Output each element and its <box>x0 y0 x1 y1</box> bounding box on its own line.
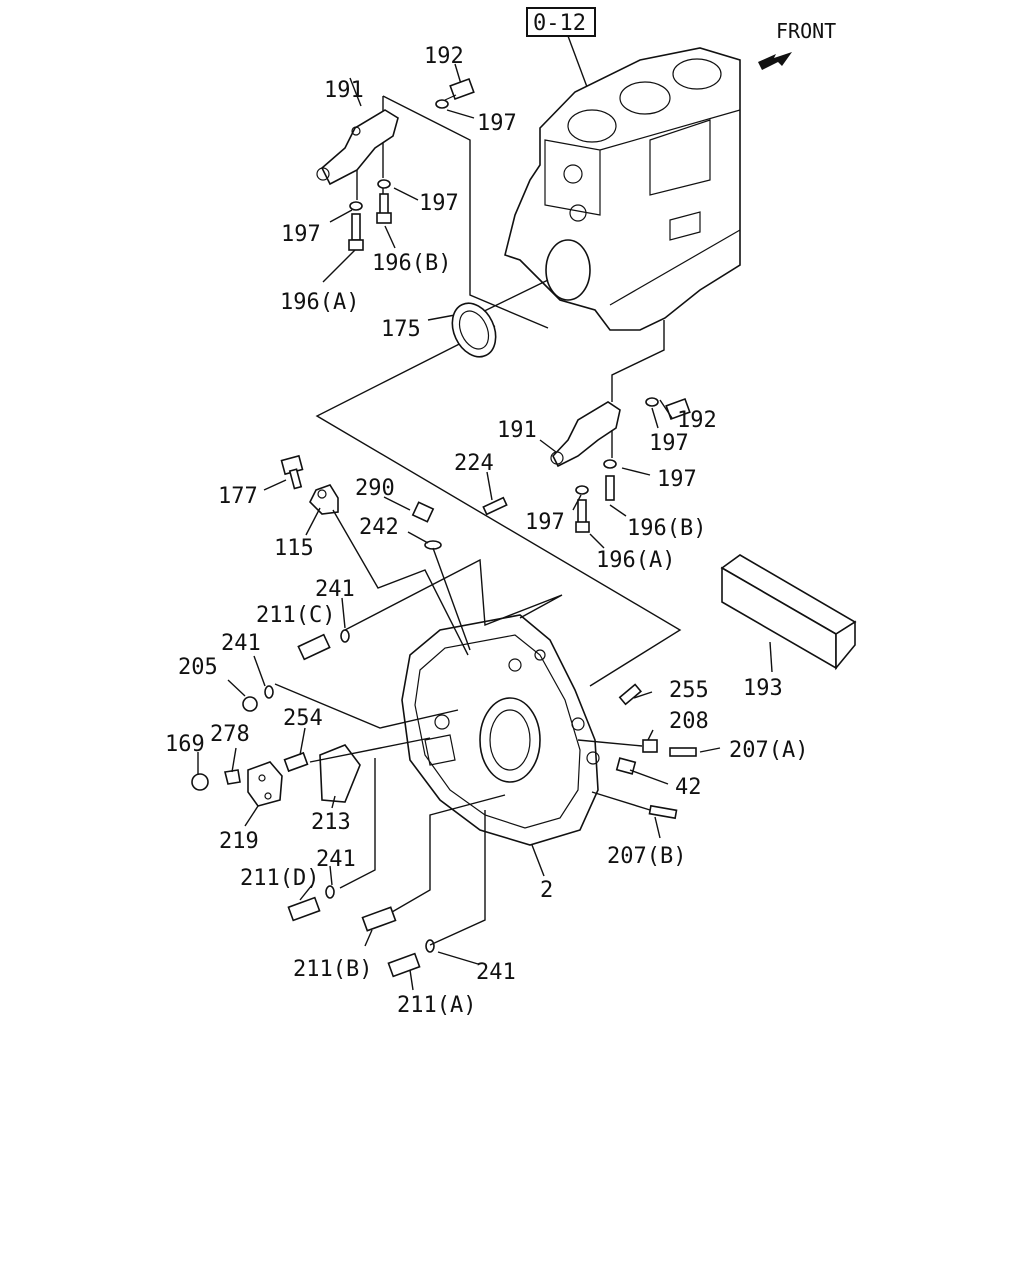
callout-169: 169 <box>165 732 205 757</box>
leader-lines-lower <box>197 471 721 991</box>
callout-278: 278 <box>210 722 250 747</box>
callout-241: 241 <box>476 960 516 985</box>
callout-207-a: 207(A) <box>729 738 808 763</box>
reference-box[interactable]: 0-12 <box>526 7 596 37</box>
reference-leader <box>567 35 591 96</box>
callout-115: 115 <box>274 536 314 561</box>
callout-175: 175 <box>381 317 421 342</box>
front-arrow-icon <box>758 52 792 70</box>
callout-197: 197 <box>657 467 697 492</box>
part-193-block <box>720 554 857 673</box>
callout-177: 177 <box>218 484 258 509</box>
callout-255: 255 <box>669 678 709 703</box>
callout-191: 191 <box>324 78 364 103</box>
callout-191: 191 <box>497 418 537 443</box>
callout-211-c: 211(C) <box>256 603 335 628</box>
callout-211-b: 211(B) <box>293 957 372 982</box>
callout-196-a: 196(A) <box>596 548 675 573</box>
callout-290: 290 <box>355 476 395 501</box>
callout-241: 241 <box>221 631 261 656</box>
callout-254: 254 <box>283 706 323 731</box>
callout-219: 219 <box>219 829 259 854</box>
engine-bracket-lower <box>539 397 691 549</box>
callout-197: 197 <box>477 111 517 136</box>
flywheel-housing <box>401 614 600 877</box>
callout-196-b: 196(B) <box>627 516 706 541</box>
reference-box-label: 0-12 <box>533 11 586 36</box>
callout-192: 192 <box>424 44 464 69</box>
callout-2: 2 <box>540 878 553 903</box>
callout-196-b: 196(B) <box>372 251 451 276</box>
small-parts-left <box>191 454 697 978</box>
oil-seal <box>451 302 497 358</box>
callout-241: 241 <box>315 577 355 602</box>
callout-196-a: 196(A) <box>280 290 359 315</box>
callout-197: 197 <box>649 431 689 456</box>
callout-193: 193 <box>743 676 783 701</box>
callout-242: 242 <box>359 515 399 540</box>
front-label: FRONT <box>776 19 836 43</box>
callout-197: 197 <box>419 191 459 216</box>
callout-192: 192 <box>677 408 717 433</box>
engine-bracket-upper <box>316 77 475 251</box>
callout-207-b: 207(B) <box>607 844 686 869</box>
callout-241: 241 <box>316 847 356 872</box>
callout-211-a: 211(A) <box>397 993 476 1018</box>
callout-197: 197 <box>525 510 565 535</box>
callout-205: 205 <box>178 655 218 680</box>
callout-213: 213 <box>311 810 351 835</box>
callout-208: 208 <box>669 709 709 734</box>
callout-211-d: 211(D) <box>240 866 319 891</box>
callout-224: 224 <box>454 451 494 476</box>
callout-labels: 192 191 197 197 197 196(B) 196(A) 175 19… <box>165 44 808 1018</box>
callout-42: 42 <box>675 775 702 800</box>
cylinder-block <box>504 47 741 331</box>
callout-197: 197 <box>281 222 321 247</box>
